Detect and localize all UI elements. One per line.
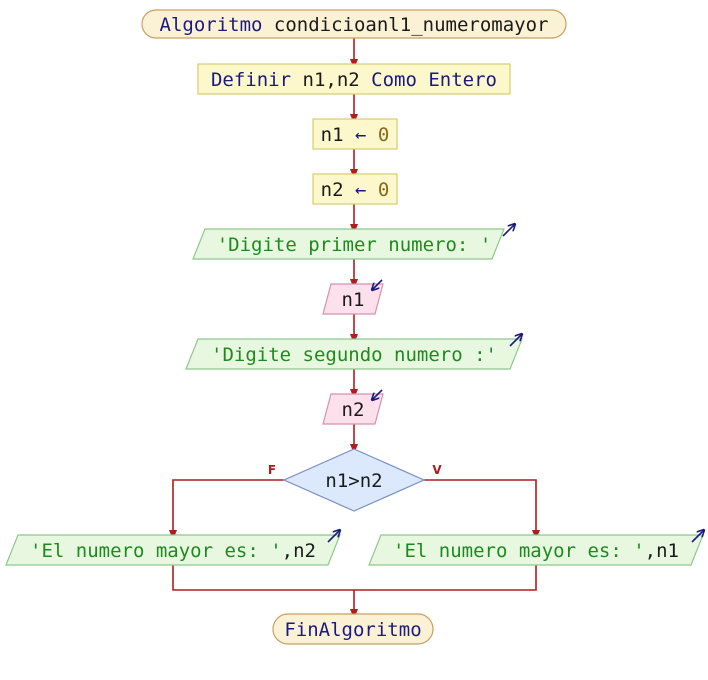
- output-true-node: 'El numero mayor es: ',n1: [368, 530, 704, 566]
- output-arrow-icon: [691, 530, 704, 543]
- output-false-node: 'El numero mayor es: ',n2: [5, 530, 340, 566]
- assign2-value: 0: [378, 179, 389, 201]
- algorithm-name: condicioanl1_numeromayor: [274, 14, 549, 36]
- svg-text:'El numero mayor es: ',n2: 'El numero mayor es: ',n2: [30, 540, 316, 562]
- output2-node: 'Digite segundo numero :': [185, 334, 522, 370]
- output-true-string: 'El numero mayor es: ': [393, 540, 645, 562]
- output1-text: 'Digite primer numero: ': [217, 234, 492, 256]
- read1-node: n1: [322, 279, 384, 315]
- input-arrow-icon: [372, 279, 383, 290]
- definir-vars: n1,n2: [303, 69, 360, 91]
- input-arrow-icon: [372, 389, 383, 400]
- connector-merge-right: [354, 565, 537, 591]
- false-branch-label: F: [268, 463, 276, 477]
- output1-node: 'Digite primer numero: ': [192, 224, 515, 260]
- start-keyword: Algoritmo: [160, 14, 263, 36]
- output2-text: 'Digite segundo numero :': [211, 344, 497, 366]
- end-text: FinAlgoritmo: [284, 619, 421, 641]
- output-arrow-icon: [327, 530, 340, 543]
- true-branch-label: V: [432, 463, 442, 477]
- assign-arrow-icon: ←: [355, 124, 366, 146]
- assign1-value: 0: [378, 124, 389, 146]
- output-arrow-icon: [502, 224, 515, 237]
- end-node: FinAlgoritmo: [272, 613, 434, 645]
- assign1-var: n1: [321, 124, 344, 146]
- svg-text:Algoritmo condicioanl1_numerom: Algoritmo condicioanl1_numeromayor: [160, 14, 549, 36]
- svg-text:'El numero mayor es: ',n1: 'El numero mayor es: ',n1: [393, 540, 679, 562]
- start-node: Algoritmo condicioanl1_numeromayor: [141, 9, 567, 39]
- output-false-var: ,n2: [282, 540, 316, 562]
- connector-decision-false: [169, 479, 284, 540]
- output-true-var: ,n1: [645, 540, 679, 562]
- read2-text: n2: [342, 399, 365, 421]
- assign1-node: n1 ← 0: [312, 118, 398, 150]
- assign-arrow-icon: ←: [355, 179, 366, 201]
- svg-text:n1 ← 0: n1 ← 0: [321, 124, 390, 146]
- read2-node: n2: [322, 389, 384, 425]
- connector-merge-left: [172, 565, 354, 591]
- connector-decision-true: [424, 479, 540, 540]
- definir-keyword: Definir: [211, 69, 291, 91]
- decision-node: n1>n2 F V: [268, 448, 442, 512]
- output-false-string: 'El numero mayor es: ': [30, 540, 282, 562]
- connectors: [169, 38, 540, 619]
- assign2-var: n2: [321, 179, 344, 201]
- definir-type: Como Entero: [371, 69, 497, 91]
- definir-node: Definir n1,n2 Como Entero: [197, 63, 511, 95]
- decision-text: n1>n2: [325, 470, 382, 492]
- svg-text:n2 ← 0: n2 ← 0: [321, 179, 390, 201]
- assign2-node: n2 ← 0: [312, 173, 398, 205]
- svg-text:Definir n1,n2 Como Entero: Definir n1,n2 Como Entero: [211, 69, 497, 91]
- output-arrow-icon: [509, 334, 522, 347]
- read1-text: n1: [342, 289, 365, 311]
